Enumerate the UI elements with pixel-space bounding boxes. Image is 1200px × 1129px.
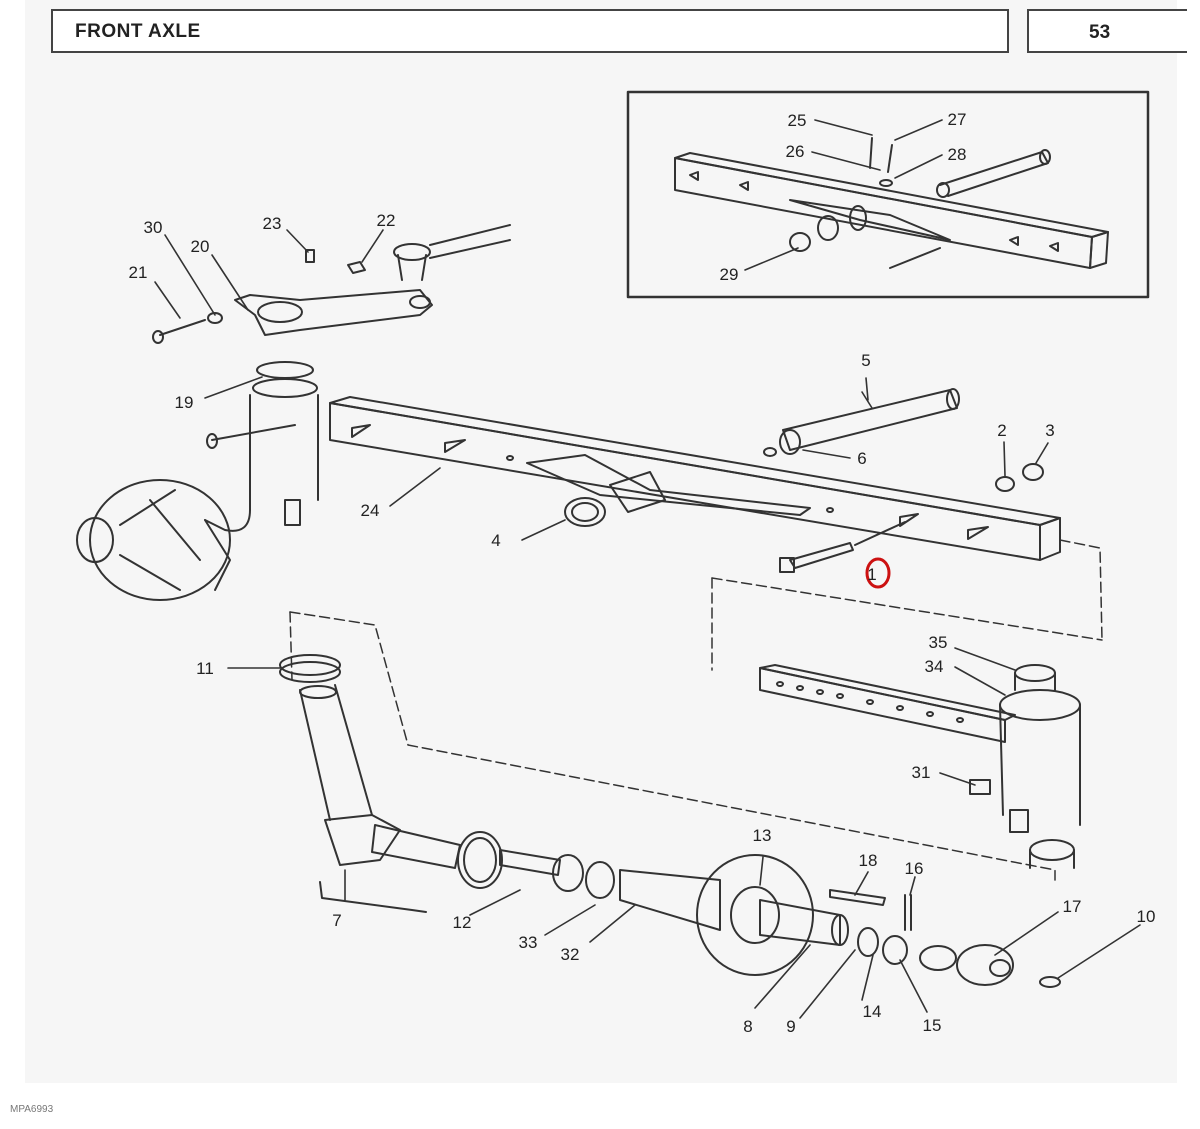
callout-5: 5 bbox=[861, 351, 870, 370]
bolt-1 bbox=[779, 521, 906, 573]
callout-30: 30 bbox=[144, 218, 163, 237]
bushing bbox=[564, 497, 606, 527]
callout-34: 34 bbox=[925, 657, 944, 676]
callout-labels: 1 2 3 4 5 6 7 8 9 10 11 12 13 14 15 16 1… bbox=[129, 110, 1156, 1036]
inset-detail-box bbox=[626, 90, 1150, 299]
callout-31: 31 bbox=[912, 763, 931, 782]
callout-2: 2 bbox=[997, 421, 1006, 440]
callout-19: 19 bbox=[175, 393, 194, 412]
stub-axle-assembly bbox=[279, 654, 1061, 988]
callout-7: 7 bbox=[332, 911, 341, 930]
assembly-outline bbox=[289, 539, 1103, 881]
callout-20: 20 bbox=[191, 237, 210, 256]
callout-11: 11 bbox=[196, 659, 214, 678]
inset-axle-beam bbox=[674, 137, 1109, 269]
callout-29: 29 bbox=[720, 265, 739, 284]
diagram-sheet bbox=[25, 0, 1177, 1083]
callout-27: 27 bbox=[948, 110, 967, 129]
callout-3: 3 bbox=[1045, 421, 1054, 440]
title-box: FRONT AXLE bbox=[51, 9, 1009, 53]
callout-16: 16 bbox=[905, 859, 924, 878]
axle-beam bbox=[329, 396, 1061, 561]
right-bracket bbox=[759, 664, 1081, 869]
left-kingpin-housing bbox=[204, 361, 319, 532]
callout-9: 9 bbox=[786, 1017, 795, 1036]
callout-26: 26 bbox=[786, 142, 805, 161]
callout-21: 21 bbox=[129, 263, 148, 282]
callout-28: 28 bbox=[948, 145, 967, 164]
exploded-parts-diagram: 1 2 3 4 5 6 7 8 9 10 11 12 13 14 15 16 1… bbox=[76, 90, 1156, 1036]
callout-25: 25 bbox=[788, 111, 807, 130]
washer-3 bbox=[1022, 463, 1044, 481]
callout-12: 12 bbox=[453, 913, 472, 932]
callout-14: 14 bbox=[863, 1002, 882, 1021]
callout-8: 8 bbox=[743, 1017, 752, 1036]
highlight-ring bbox=[865, 557, 891, 589]
callout-35: 35 bbox=[929, 633, 948, 652]
callout-23: 23 bbox=[263, 214, 282, 233]
pivot-pin bbox=[763, 388, 960, 457]
page-number: 53 bbox=[1089, 22, 1111, 43]
left-hub bbox=[76, 479, 231, 601]
callout-13: 13 bbox=[753, 826, 772, 845]
page-number-box: 53 bbox=[1027, 9, 1187, 53]
callout-4: 4 bbox=[491, 531, 500, 550]
callout-18: 18 bbox=[859, 851, 878, 870]
callout-22: 22 bbox=[377, 211, 396, 230]
callout-32: 32 bbox=[561, 945, 580, 964]
leader-lines bbox=[154, 119, 1141, 1019]
callout-24: 24 bbox=[361, 501, 380, 520]
callout-33: 33 bbox=[519, 933, 538, 952]
nut-2 bbox=[995, 476, 1015, 492]
steering-arm bbox=[152, 224, 511, 344]
callout-6: 6 bbox=[857, 449, 866, 468]
callout-10: 10 bbox=[1137, 907, 1156, 926]
callout-1: 1 bbox=[867, 565, 876, 584]
callout-15: 15 bbox=[923, 1016, 942, 1035]
page-title: FRONT AXLE bbox=[75, 21, 201, 42]
callout-17: 17 bbox=[1063, 897, 1082, 916]
reference-code: MPA6993 bbox=[10, 1104, 54, 1115]
